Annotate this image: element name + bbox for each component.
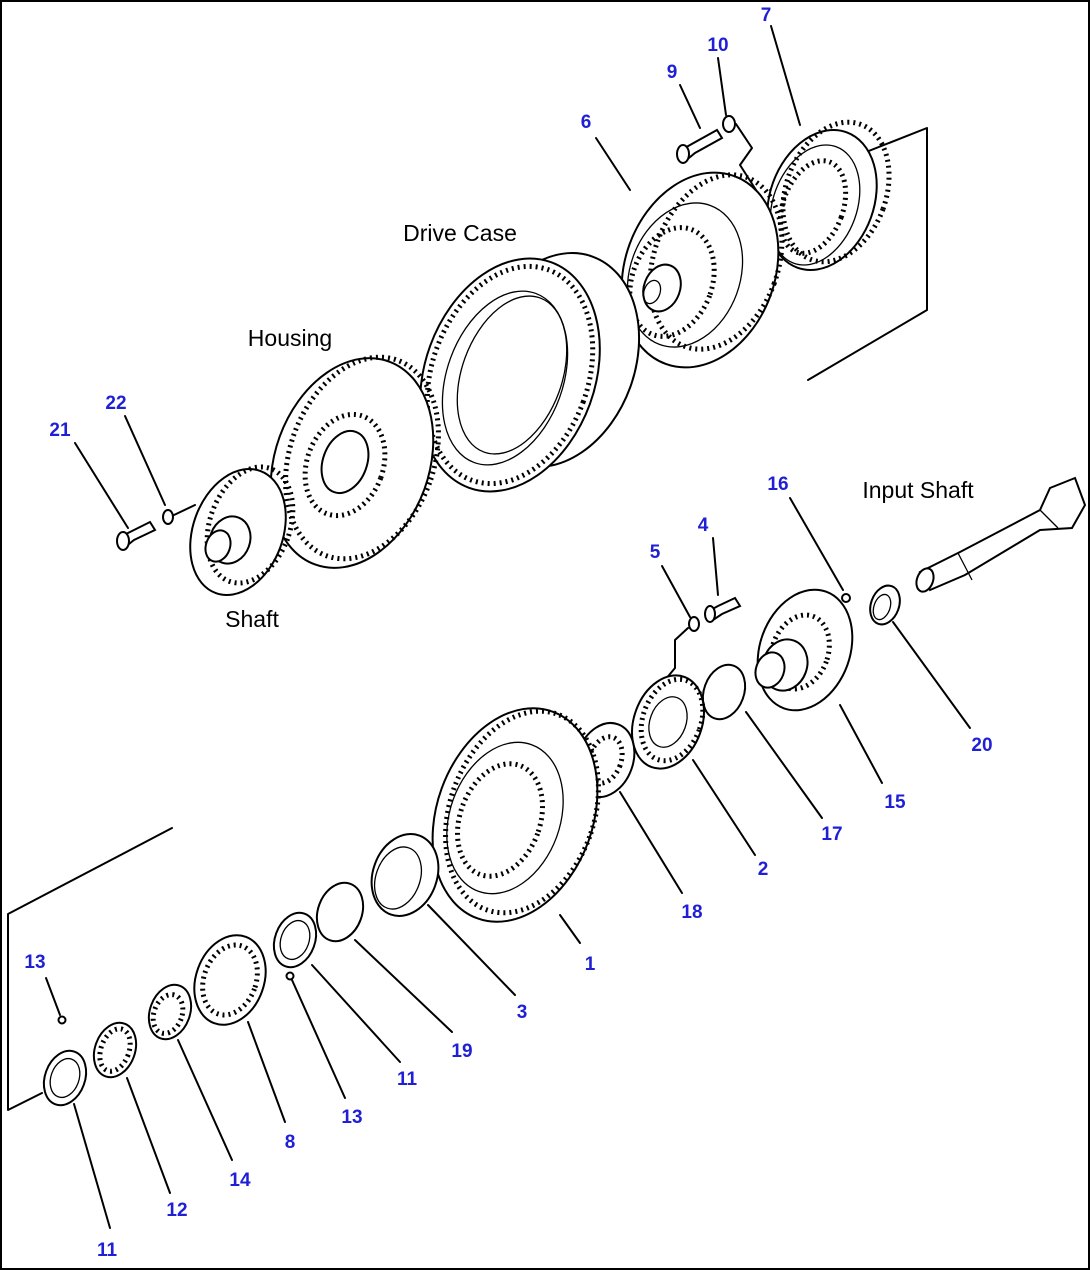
- callout-4: 4: [698, 515, 709, 536]
- callout-7: 7: [761, 5, 772, 26]
- input-shaft: [915, 476, 1087, 593]
- part-14-roller-bearing: [147, 983, 193, 1041]
- part-7-ring-gear: [766, 119, 892, 271]
- callout-5: 5: [650, 542, 661, 563]
- part-9-bolt: [676, 128, 724, 164]
- part-10-washer: [722, 115, 736, 133]
- callout-12: 12: [166, 1200, 187, 1221]
- callout-1: 1: [585, 954, 596, 975]
- callout-10: 10: [707, 35, 728, 56]
- part-8-bearing: [193, 934, 267, 1026]
- part-2-plate: [631, 674, 706, 770]
- callout-13-low: 13: [24, 952, 45, 973]
- callout-19: 19: [451, 1041, 472, 1062]
- callout-22: 22: [105, 393, 126, 414]
- label-shaft: Shaft: [225, 606, 279, 632]
- label-drive-case: Drive Case: [403, 220, 517, 246]
- part-5-path-line: [664, 627, 689, 681]
- part-5-washer: [688, 616, 700, 632]
- callout-20: 20: [971, 735, 992, 756]
- part-1-pump-gear: [431, 707, 601, 923]
- callout-17: 17: [821, 824, 842, 845]
- part-21-bolt: [116, 520, 157, 551]
- shaft-gear: [189, 464, 296, 596]
- callout-11-low: 11: [97, 1240, 118, 1261]
- housing: [269, 354, 441, 569]
- part-4-bolt: [704, 596, 742, 623]
- callout-21: 21: [49, 420, 71, 441]
- callout-3: 3: [517, 1002, 528, 1023]
- part-20-bearing: [869, 584, 901, 626]
- part-17-o-ring: [701, 663, 747, 721]
- leader-lines: [45, 25, 971, 1229]
- label-input-shaft: Input Shaft: [862, 477, 974, 503]
- part-11-race-lower: [42, 1049, 88, 1107]
- part-11-snap-ring-upper: [272, 911, 318, 969]
- callout-2: 2: [758, 859, 769, 880]
- callout-9: 9: [667, 62, 678, 83]
- callout-6: 6: [581, 112, 592, 133]
- part-16-pin: [841, 593, 851, 603]
- drive-case: [419, 252, 641, 493]
- callout-8: 8: [285, 1132, 296, 1153]
- part-22-path-line: [173, 504, 196, 516]
- part-12-cage: [92, 1021, 138, 1079]
- label-housing: Housing: [248, 325, 332, 351]
- callout-13-mid: 13: [341, 1107, 362, 1128]
- callout-11-mid: 11: [397, 1069, 418, 1090]
- callout-16: 16: [767, 474, 788, 495]
- callout-15: 15: [884, 792, 906, 813]
- callout-14: 14: [229, 1170, 251, 1191]
- lower-group-bracket: [7, 827, 173, 1111]
- part-22-washer: [162, 509, 174, 525]
- part-13-ball-upper: [285, 971, 295, 981]
- part-3-ring: [370, 833, 440, 917]
- part-15-cover: [754, 588, 854, 712]
- part-19-washer: [315, 881, 365, 943]
- callout-18: 18: [681, 902, 702, 923]
- part-13-ball-lower: [57, 1015, 67, 1025]
- part-10-path-line: [735, 123, 757, 191]
